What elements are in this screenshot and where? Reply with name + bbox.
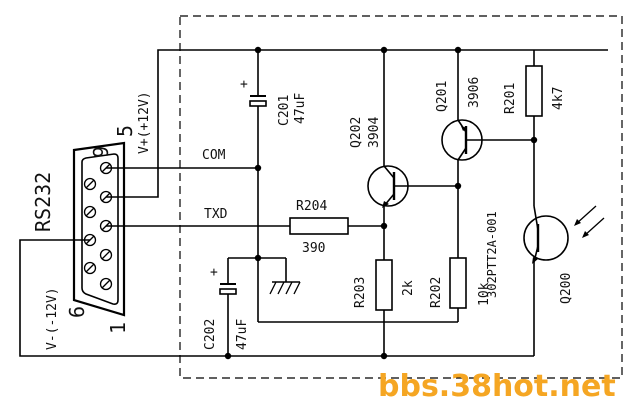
- r204-value: 390: [302, 241, 325, 256]
- c201-ref: C201: [277, 95, 292, 126]
- wire-com-rail: [227, 50, 458, 356]
- db9-pin: [83, 205, 97, 219]
- resistor-r202: R202 10k: [429, 257, 492, 322]
- net-label-vminus: V-(-12V): [45, 287, 60, 350]
- pin-label-9: 9: [89, 146, 113, 158]
- pin-label-1: 1: [106, 322, 130, 334]
- wire-vminus: [19, 239, 534, 357]
- r201-ref: R201: [503, 83, 518, 114]
- r203-ref: R203: [353, 277, 368, 308]
- phototransistor-q200: Q200 302PTT2A-001: [485, 205, 605, 356]
- net-label-txd: TXD: [204, 207, 228, 222]
- resistor-r204: R204 390: [289, 199, 349, 256]
- r203-value: 2k: [401, 280, 416, 296]
- board-outline: [179, 15, 623, 379]
- q202-ref: Q202: [349, 117, 364, 148]
- db9-shell-outer: [72, 141, 126, 317]
- db9-connector: RS232 9 5 6 1: [31, 125, 137, 334]
- transistor-q201: Q201 3906: [435, 50, 534, 258]
- q201-ref: Q201: [435, 81, 450, 112]
- q201-part: 3906: [467, 77, 482, 108]
- resistor-r203: R203 2k: [353, 259, 416, 356]
- connector-name: RS232: [31, 172, 55, 232]
- db9-pin: [83, 177, 97, 191]
- c202-ref: C202: [203, 319, 218, 350]
- transistor-q202: Q202 3904: [349, 50, 458, 260]
- r202-ref: R202: [429, 277, 444, 308]
- ground-symbol: [269, 281, 301, 295]
- db9-shell-inner: [81, 153, 119, 305]
- c202-value: 47uF: [235, 319, 250, 350]
- capacitor-c202: + C202 47uF: [203, 265, 250, 350]
- r204-ref: R204: [296, 199, 327, 214]
- capacitor-c201: + C201 47uF: [240, 77, 308, 126]
- r201-value: 4k7: [551, 87, 566, 110]
- q200-ref: Q200: [559, 273, 574, 304]
- q202-part: 3904: [367, 117, 382, 148]
- c201-polarity: +: [240, 77, 248, 92]
- c202-polarity: +: [210, 265, 218, 280]
- pin-label-5: 5: [113, 125, 137, 137]
- db9-pin: [99, 248, 113, 262]
- c201-value: 47uF: [293, 93, 308, 124]
- db9-pin: [99, 277, 113, 291]
- r202-value: 10k: [477, 282, 492, 306]
- net-label-com: COM: [202, 148, 226, 163]
- net-label-vplus: V+(+12V): [137, 91, 152, 154]
- resistor-r201: R201 4k7: [503, 50, 566, 206]
- pin-label-6: 6: [65, 306, 89, 318]
- db9-pin: [83, 261, 97, 275]
- junction-dots: [224, 46, 538, 360]
- q200-part: 302PTT2A-001: [485, 211, 499, 298]
- watermark-text: bbs.38hot.net: [378, 369, 616, 404]
